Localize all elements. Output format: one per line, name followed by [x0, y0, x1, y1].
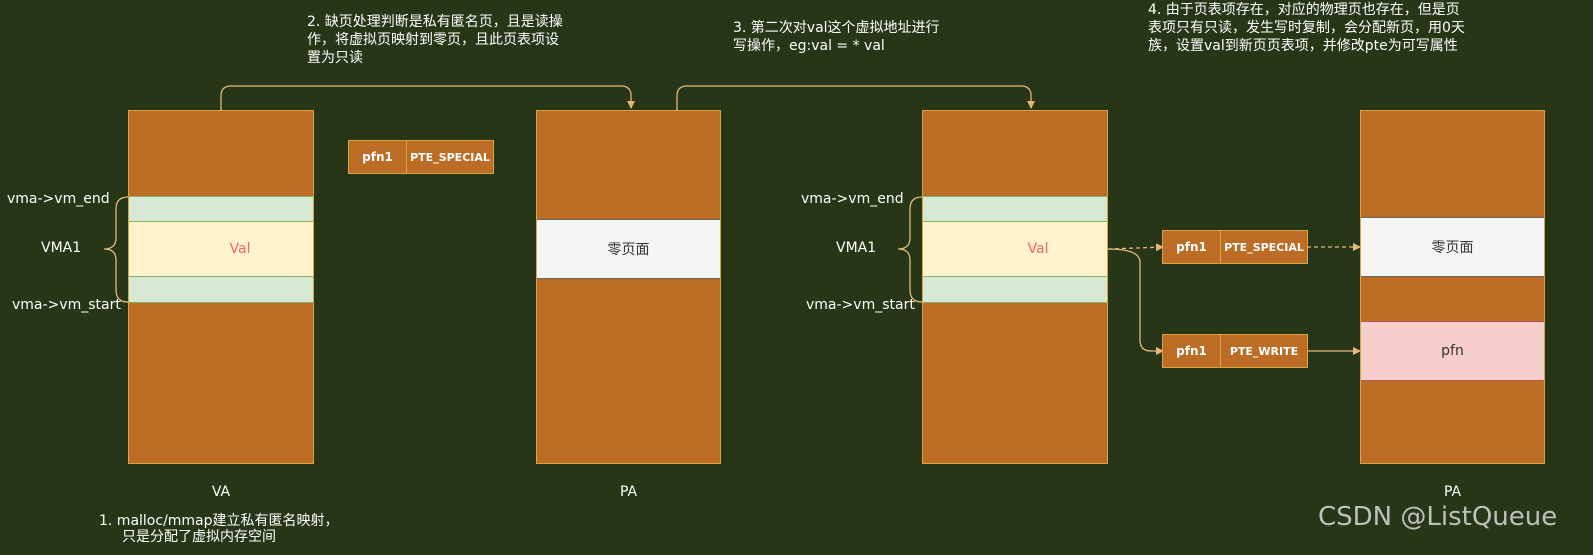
left-pa-caption: PA — [619, 484, 638, 500]
right-pa-block: 零页面 pfn — [1360, 110, 1545, 464]
watermark: CSDN @ListQueue — [1318, 502, 1558, 532]
arrow-val-to-pte-write — [1107, 248, 1164, 355]
vma-brace-right — [897, 196, 923, 303]
step3-note: 3. 第二次对val这个虚拟地址进行写操作，eg:val = * val — [733, 20, 940, 54]
arrow-va-to-pa — [220, 85, 635, 110]
right-new-page: pfn — [1361, 321, 1544, 381]
right-pte-special-flag: PTE_SPECIAL — [1224, 240, 1304, 254]
right-pte-write-entry: pfn1 PTE_WRITE — [1162, 334, 1308, 368]
right-pte-special-entry: pfn1 PTE_SPECIAL — [1162, 230, 1308, 264]
right-vma-label: VMA1 — [836, 240, 877, 256]
left-vma-label: VMA1 — [41, 240, 82, 256]
right-pte-write-flag: PTE_WRITE — [1229, 344, 1299, 358]
right-val-region: Val — [923, 222, 1107, 276]
left-va-caption: VA — [211, 484, 231, 500]
left-va-block: Val — [128, 110, 314, 464]
right-va-block: Val — [922, 110, 1108, 464]
arrow-pa-to-va — [676, 85, 1035, 110]
right-pte-special-pfn: pfn1 — [1163, 231, 1221, 263]
left-pte-pfn: pfn1 — [349, 141, 407, 173]
left-vm-start-label: vma->vm_start — [12, 297, 121, 313]
left-vma-lower-pad — [129, 276, 313, 303]
left-vma-upper-pad — [129, 196, 313, 222]
left-pte-flag: PTE_SPECIAL — [410, 150, 490, 164]
right-vma-lower-pad — [923, 276, 1107, 303]
left-pa-block: 零页面 — [536, 110, 721, 464]
step1-note-line1: 1. malloc/mmap建立私有匿名映射， — [99, 513, 339, 529]
left-val-region: Val — [129, 222, 313, 276]
right-vm-start-label: vma->vm_start — [806, 297, 915, 313]
step4-note: 4. 由于页表项存在，对应的物理页也存在，但是页表项只有只读，发生写时复制，会分… — [1148, 2, 1465, 54]
right-vm-end-label: vma->vm_end — [801, 191, 904, 207]
right-pte-write-pfn: pfn1 — [1163, 335, 1221, 367]
left-vm-end-label: vma->vm_end — [7, 191, 110, 207]
right-vma-upper-pad — [923, 196, 1107, 222]
left-val-label: Val — [229, 241, 251, 257]
step2-note: 2. 缺页处理判断是私有匿名页，且是读操作，将虚拟页映射到零页，且此页表项设置为… — [307, 14, 563, 66]
right-zero-page: 零页面 — [1361, 217, 1544, 277]
left-zero-page: 零页面 — [537, 219, 720, 279]
step1-note-line2: 只是分配了虚拟内存空间 — [122, 529, 276, 545]
left-pte-entry: pfn1 PTE_SPECIAL — [348, 140, 494, 174]
right-pa-caption: PA — [1443, 484, 1462, 500]
vma-brace-left — [103, 196, 129, 303]
right-val-label: Val — [1027, 241, 1049, 257]
